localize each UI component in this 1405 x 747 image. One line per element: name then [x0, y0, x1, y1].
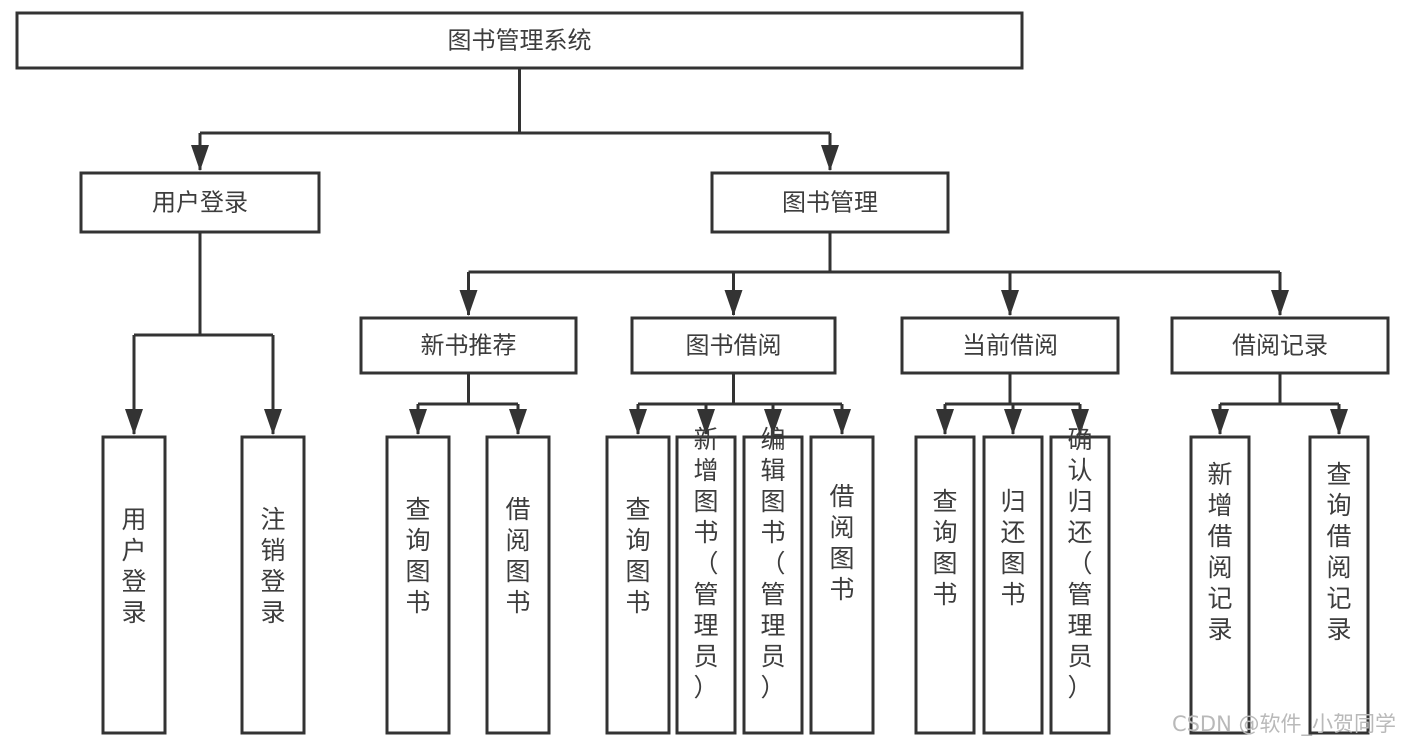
node-book-management[interactable]: 图书管理	[710, 171, 950, 234]
node-box-leaf-edit-book	[742, 435, 804, 735]
node-current-borrow[interactable]: 当前借阅	[900, 316, 1120, 375]
arrow-head-icon	[697, 409, 715, 435]
node-box-borrow-record	[1170, 316, 1390, 375]
node-label-leaf-return-book: 归还图书	[1000, 487, 1025, 609]
watermark-text: CSDN @软件_小贺同学	[1172, 712, 1396, 737]
node-label-new-book-recommend: 新书推荐	[421, 332, 517, 360]
node-leaf-query-book-borrow[interactable]: 查询图书	[605, 435, 671, 735]
node-label-root: 图书管理系统	[448, 27, 592, 55]
node-box-user-login	[79, 171, 321, 234]
node-label-leaf-query-borrow-record: 查询借阅记录	[1326, 460, 1351, 644]
arrow-head-icon	[833, 409, 851, 435]
node-label-leaf-add-book: 新增图书（管理员）	[693, 425, 718, 702]
node-box-new-book-recommend	[359, 316, 578, 375]
arrow-head-icon	[1330, 409, 1348, 435]
node-box-leaf-add-book	[675, 435, 737, 735]
node-box-leaf-query-book-current	[914, 435, 976, 735]
arrow-head-icon	[264, 409, 282, 435]
node-new-book-recommend[interactable]: 新书推荐	[359, 316, 578, 375]
node-leaf-query-book-current[interactable]: 查询图书	[914, 435, 976, 735]
node-box-root	[15, 11, 1024, 70]
node-label-leaf-confirm-return: 确认归还（管理员）	[1067, 425, 1092, 702]
node-box-leaf-user-login	[101, 435, 167, 735]
node-box-current-borrow	[900, 316, 1120, 375]
arrow-head-icon	[1071, 409, 1089, 435]
arrow-head-icon	[821, 145, 839, 171]
node-box-leaf-borrow-book	[809, 435, 875, 735]
node-label-leaf-edit-book: 编辑图书（管理员）	[760, 425, 785, 702]
node-leaf-borrow-book-recommend[interactable]: 借阅图书	[485, 435, 551, 735]
node-leaf-add-borrow-record[interactable]: 新增借阅记录	[1189, 435, 1251, 735]
node-leaf-add-book[interactable]: 新增图书（管理员）	[675, 425, 737, 735]
node-label-current-borrow: 当前借阅	[962, 332, 1058, 360]
node-box-leaf-query-borrow-record	[1308, 435, 1370, 735]
node-leaf-user-logout[interactable]: 注销登录	[240, 435, 306, 735]
arrow-head-icon	[1004, 409, 1022, 435]
node-box-leaf-add-borrow-record	[1189, 435, 1251, 735]
arrow-head-icon	[509, 409, 527, 435]
arrow-head-icon	[1211, 409, 1229, 435]
arrow-head-icon	[459, 290, 478, 316]
node-box-leaf-user-logout	[240, 435, 306, 735]
node-label-book-management: 图书管理	[782, 189, 878, 217]
node-leaf-query-book-recommend[interactable]: 查询图书	[385, 435, 451, 735]
node-root[interactable]: 图书管理系统	[15, 11, 1024, 70]
node-label-leaf-borrow-book: 借阅图书	[829, 482, 854, 604]
node-box-book-borrow	[630, 316, 837, 375]
arrow-head-icon	[125, 409, 143, 435]
node-box-leaf-borrow-book-recommend	[485, 435, 551, 735]
node-box-leaf-query-book-borrow	[605, 435, 671, 735]
arrow-head-icon	[1001, 290, 1019, 316]
node-borrow-record[interactable]: 借阅记录	[1170, 316, 1390, 375]
node-label-leaf-query-book-current: 查询图书	[932, 487, 957, 609]
node-label-leaf-query-book-recommend: 查询图书	[405, 495, 430, 617]
node-label-user-login: 用户登录	[152, 189, 248, 217]
node-leaf-edit-book[interactable]: 编辑图书（管理员）	[742, 425, 804, 735]
node-label-leaf-borrow-book-recommend: 借阅图书	[505, 495, 530, 617]
arrow-head-icon	[936, 409, 954, 435]
node-leaf-query-borrow-record[interactable]: 查询借阅记录	[1308, 435, 1370, 735]
node-box-leaf-confirm-return	[1049, 435, 1111, 735]
node-user-login[interactable]: 用户登录	[79, 171, 321, 234]
node-boxes: 图书管理系统用户登录图书管理新书推荐图书借阅当前借阅借阅记录用户登录注销登录查询…	[15, 11, 1390, 735]
node-leaf-return-book[interactable]: 归还图书	[982, 435, 1044, 735]
arrow-head-icon	[764, 409, 782, 435]
connector-lines	[125, 68, 1348, 435]
node-leaf-user-login[interactable]: 用户登录	[101, 435, 167, 735]
node-book-borrow[interactable]: 图书借阅	[630, 316, 837, 375]
node-label-borrow-record: 借阅记录	[1232, 332, 1328, 360]
arrow-head-icon	[191, 145, 209, 171]
node-label-book-borrow: 图书借阅	[686, 332, 782, 360]
arrow-head-icon	[1271, 290, 1289, 316]
node-label-leaf-user-login: 用户登录	[121, 505, 146, 627]
node-box-book-management	[710, 171, 950, 234]
arrow-head-icon	[409, 409, 427, 435]
node-label-leaf-add-borrow-record: 新增借阅记录	[1207, 460, 1232, 644]
node-leaf-borrow-book[interactable]: 借阅图书	[809, 435, 875, 735]
node-box-leaf-query-book-recommend	[385, 435, 451, 735]
node-label-leaf-user-logout: 注销登录	[260, 505, 285, 627]
arrow-head-icon	[629, 409, 647, 435]
arrow-head-icon	[724, 290, 743, 316]
node-box-leaf-return-book	[982, 435, 1044, 735]
node-label-leaf-query-book-borrow: 查询图书	[625, 495, 650, 617]
node-leaf-confirm-return[interactable]: 确认归还（管理员）	[1049, 425, 1111, 735]
